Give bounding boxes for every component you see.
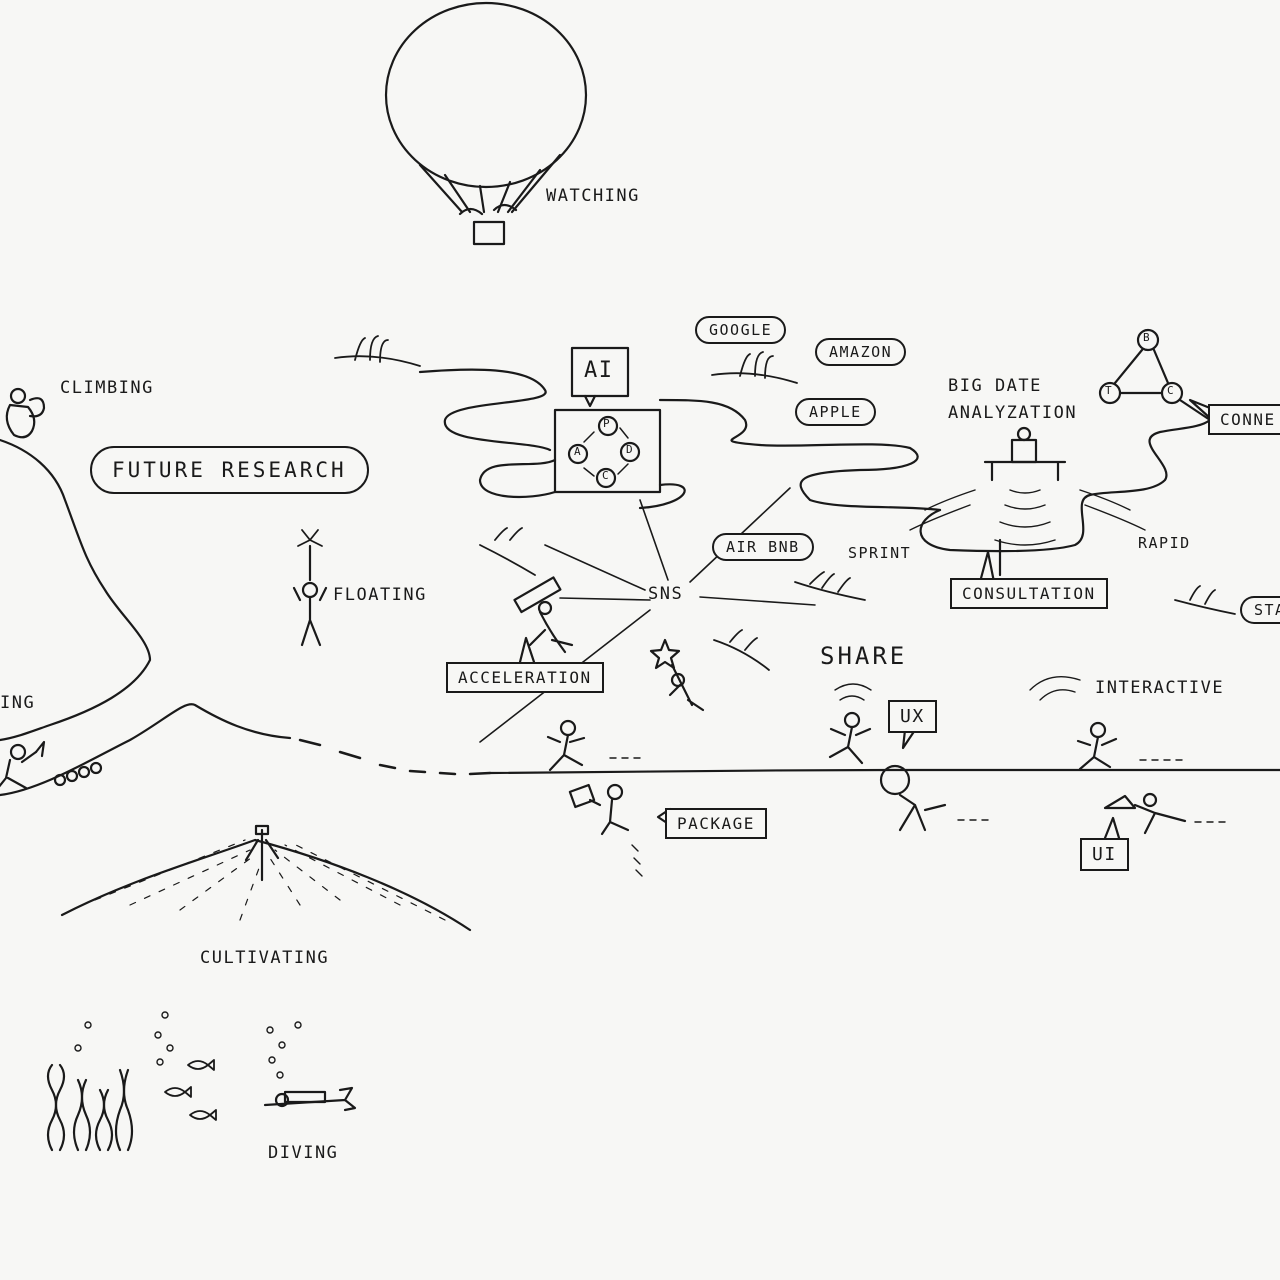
runner-with-signal-icon <box>1029 676 1183 771</box>
runner-with-wifi-icon <box>828 683 872 765</box>
floating-person-icon <box>292 529 328 647</box>
google-label: GOOGLE <box>695 316 787 344</box>
package-label: PACKAGE <box>665 808 767 839</box>
climber-icon <box>5 387 46 439</box>
apple-label: APPLE <box>795 398 876 426</box>
consultation-label: CONSULTATION <box>950 578 1108 609</box>
rapid-label: RAPID <box>1138 534 1191 552</box>
pdca-box <box>553 346 662 494</box>
watching-label: WATCHING <box>546 186 640 206</box>
swimmer-icon <box>334 335 1236 671</box>
pdca-a-label: A <box>574 445 581 458</box>
runner-icon <box>546 719 641 772</box>
amazon-label: AMAZON <box>815 338 907 366</box>
bubbles-icon <box>74 1011 302 1079</box>
btc-c-label: C <box>1167 384 1174 397</box>
sta-label: STA <box>1240 596 1280 624</box>
floating-label: FLOATING <box>333 585 427 605</box>
btc-triangle <box>1098 328 1212 422</box>
pdca-p-label: P <box>603 417 610 430</box>
crawler-icon <box>1103 792 1226 835</box>
hot-air-balloon-icon <box>384 1 588 246</box>
star-reacher-icon <box>649 638 705 712</box>
climbing-label: CLIMBING <box>60 378 154 398</box>
big-date-label: BIG DATE <box>948 376 1042 396</box>
conne-label: CONNE <box>1208 404 1280 435</box>
ball-pusher-icon <box>879 764 989 832</box>
diver-icon <box>263 1086 357 1112</box>
acceleration-label: ACCELERATION <box>446 662 604 693</box>
cultivating-field <box>60 824 472 932</box>
flow-path <box>418 368 1212 553</box>
btc-t-label: T <box>1105 384 1112 397</box>
pdca-c-label: C <box>602 469 609 482</box>
sns-network-lines <box>479 487 816 743</box>
sprint-label: SPRINT <box>848 544 912 562</box>
ai-label: AI <box>584 358 614 383</box>
cultivating-label: CULTIVATING <box>200 948 330 968</box>
speech-tails <box>518 398 1212 840</box>
pdca-d-label: D <box>626 443 633 456</box>
btc-b-label: B <box>1143 331 1150 344</box>
share-label: SHARE <box>820 642 908 670</box>
sns-label: SNS <box>648 584 684 604</box>
ing-label: ING <box>0 693 36 713</box>
analyst-desk-icon <box>909 426 1146 577</box>
interactive-label: INTERACTIVE <box>1095 678 1225 698</box>
fish-icon <box>164 1059 217 1121</box>
miner-icon <box>0 740 103 790</box>
ux-label: UX <box>888 700 937 733</box>
airbnb-label: AIR BnB <box>712 533 814 561</box>
future-research-label: FUTURE RESEARCH <box>90 446 369 494</box>
ui-label: UI <box>1080 838 1129 871</box>
analyzation-label: ANALYZATION <box>948 403 1078 423</box>
package-carrier-icon <box>568 783 643 877</box>
seaweed-icon <box>46 1063 134 1152</box>
flyer-icon <box>513 576 574 654</box>
ground-line <box>488 768 1280 775</box>
diving-label: DIVING <box>268 1143 339 1163</box>
